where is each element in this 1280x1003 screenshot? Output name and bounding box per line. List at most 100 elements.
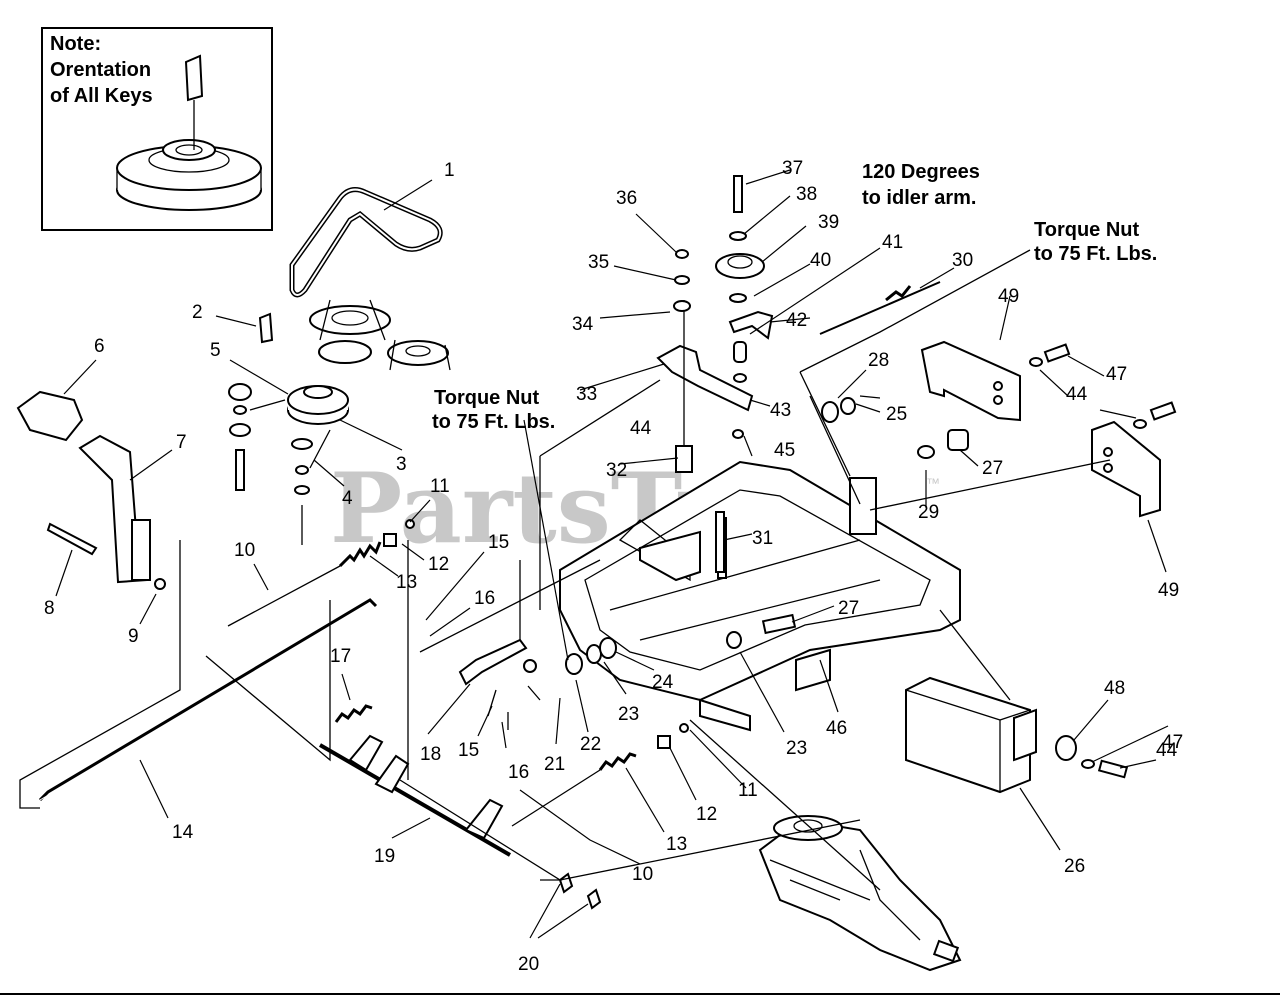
callout-14: 14 xyxy=(172,822,194,843)
callout-44-center: 44 xyxy=(630,418,652,439)
callout-44-right: 44 xyxy=(1066,384,1088,405)
note-line-2: Orentation xyxy=(50,59,151,81)
callout-41: 41 xyxy=(882,232,903,253)
callout-4: 4 xyxy=(342,488,353,509)
idler-annotation-line-2: to idler arm. xyxy=(862,187,976,209)
callout-27-upper: 27 xyxy=(982,458,1003,479)
callout-11: 11 xyxy=(430,476,450,497)
callout-42: 42 xyxy=(786,310,807,331)
callout-19: 19 xyxy=(374,846,395,867)
callout-8: 8 xyxy=(44,598,55,619)
long-rod xyxy=(38,598,378,802)
callout-23-left: 23 xyxy=(618,704,639,725)
torque-center-line-1: Torque Nut xyxy=(434,387,540,409)
callout-11-lower: 11 xyxy=(738,780,758,801)
torque-right-line-2: to 75 Ft. Lbs. xyxy=(1034,243,1157,265)
callout-1: 1 xyxy=(444,160,455,181)
lever-assembly xyxy=(318,734,512,857)
callout-28: 28 xyxy=(868,350,889,371)
callout-16: 16 xyxy=(474,588,495,609)
callout-21: 21 xyxy=(544,754,565,775)
callout-26: 26 xyxy=(1064,856,1085,877)
callout-24: 24 xyxy=(652,672,674,693)
note-line-3: of All Keys xyxy=(50,85,153,107)
note-pulley-drawing xyxy=(116,54,262,211)
idler-stack-left xyxy=(228,383,331,491)
callout-48: 48 xyxy=(1104,678,1125,699)
callout-36: 36 xyxy=(616,188,637,209)
spring-lower xyxy=(511,723,689,827)
callout-9: 9 xyxy=(128,626,139,647)
fan-pulleys xyxy=(309,299,451,371)
callout-13: 13 xyxy=(396,572,417,593)
assembly-lines xyxy=(19,249,1111,891)
callout-17: 17 xyxy=(330,646,351,667)
spring-upper xyxy=(338,519,415,568)
callout-7: 7 xyxy=(176,432,187,453)
callout-33: 33 xyxy=(576,384,597,405)
callout-47-lower: 47 xyxy=(1162,732,1183,753)
bolts-right xyxy=(1029,343,1177,779)
callout-labels: 1 2 3 4 5 6 7 8 9 10 11 12 13 14 15 16 1… xyxy=(44,158,1183,975)
key-part xyxy=(258,312,274,344)
torque-right-line-1: Torque Nut xyxy=(1034,219,1140,241)
callout-38: 38 xyxy=(796,184,817,205)
spring-17 xyxy=(334,704,373,723)
callout-18: 18 xyxy=(420,744,441,765)
callout-31: 31 xyxy=(752,528,773,549)
spring-30 xyxy=(885,285,912,302)
callout-3: 3 xyxy=(396,454,407,475)
callout-44-lower: 44 xyxy=(1156,740,1178,761)
rod-30 xyxy=(819,281,941,335)
note-box: Note: Orentation of All Keys xyxy=(41,27,273,231)
callout-5: 5 xyxy=(210,340,221,361)
torque-center-line-2: to 75 Ft. Lbs. xyxy=(432,411,555,433)
callout-46: 46 xyxy=(826,718,847,739)
nuts-28-25 xyxy=(821,397,969,459)
callout-49-upper: 49 xyxy=(998,286,1019,307)
idler-annotation-line-1: 120 Degrees xyxy=(862,161,980,183)
callout-34: 34 xyxy=(572,314,594,335)
callout-35: 35 xyxy=(588,252,609,273)
hardware-lower-center xyxy=(565,511,797,675)
callout-15: 15 xyxy=(488,532,509,553)
mounting-frame xyxy=(559,460,961,732)
callout-15-lower: 15 xyxy=(458,740,479,761)
callout-29: 29 xyxy=(918,502,939,523)
watermark-trademark: ™ xyxy=(926,475,940,491)
callout-23-right: 23 xyxy=(786,738,807,759)
callout-45: 45 xyxy=(774,440,795,461)
bracket-lower-right xyxy=(1091,420,1161,518)
note-title: Note: xyxy=(50,33,101,55)
callout-12-lower: 12 xyxy=(696,804,717,825)
brake-pedal-assembly xyxy=(16,390,166,590)
callout-16-lower: 16 xyxy=(508,762,529,783)
transmission xyxy=(758,815,962,972)
idler-pulley-top xyxy=(715,175,774,383)
bracket-18 xyxy=(458,638,541,730)
bracket-upper-right xyxy=(920,340,1021,422)
callout-30: 30 xyxy=(952,250,973,271)
callout-49-lower: 49 xyxy=(1158,580,1179,601)
callout-25: 25 xyxy=(886,404,907,425)
callout-39: 39 xyxy=(818,212,839,233)
rod-upper xyxy=(227,565,341,627)
callout-22: 22 xyxy=(580,734,601,755)
drive-pulley xyxy=(287,385,349,545)
leader-lines xyxy=(55,169,1169,939)
callout-20: 20 xyxy=(518,954,539,975)
drive-belt xyxy=(289,187,443,298)
hydro-cover-box xyxy=(905,676,1077,794)
callout-47-upper: 47 xyxy=(1106,364,1127,385)
callout-43: 43 xyxy=(770,400,791,421)
annotations: 120 Degrees to idler arm. Torque Nut to … xyxy=(432,161,1157,433)
hardware-stack-center xyxy=(673,249,744,439)
callout-12: 12 xyxy=(428,554,449,575)
callout-6: 6 xyxy=(94,336,105,357)
callout-37: 37 xyxy=(782,158,803,179)
callout-32: 32 xyxy=(606,460,627,481)
callout-10: 10 xyxy=(234,540,255,561)
callout-27-lower: 27 xyxy=(838,598,859,619)
